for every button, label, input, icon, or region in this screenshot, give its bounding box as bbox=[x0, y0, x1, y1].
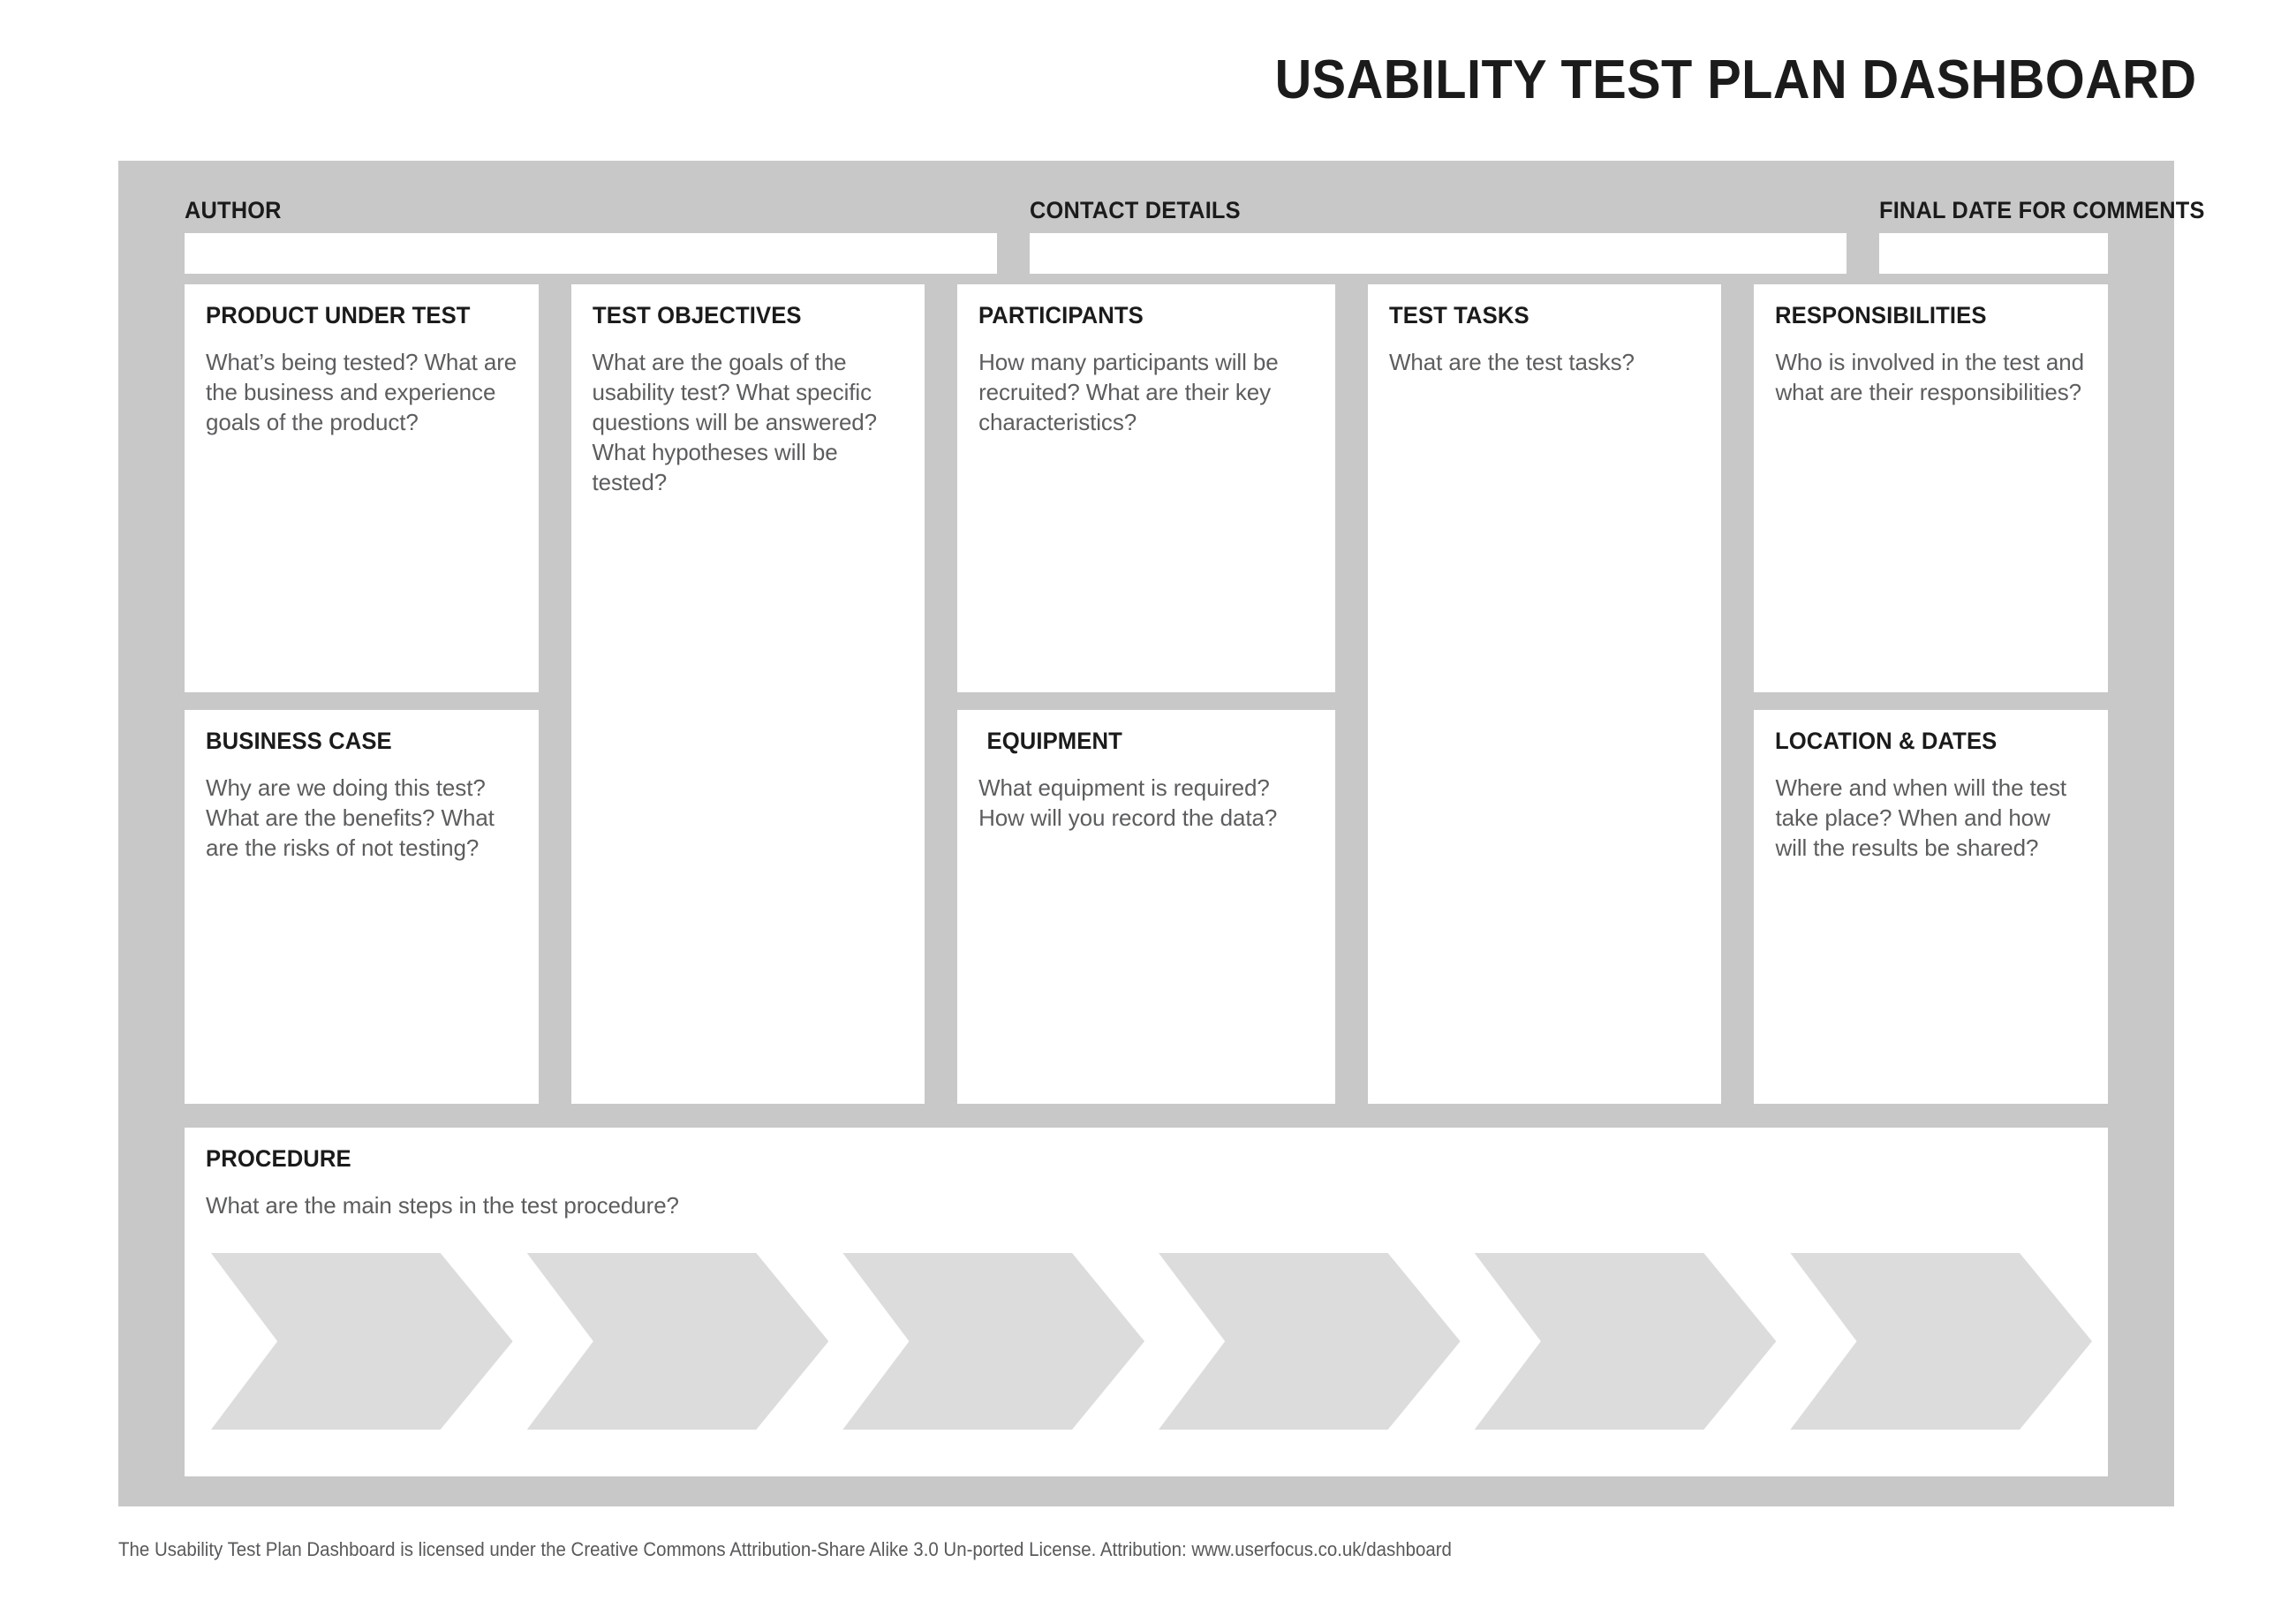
header-field-final-date: FINAL DATE FOR COMMENTS bbox=[1879, 197, 2205, 274]
card-body-responsibilities: Who is involved in the test and what are… bbox=[1775, 349, 2085, 405]
card-title-test-objectives: TEST OBJECTIVES bbox=[592, 302, 802, 328]
grid-column-1: PRODUCT UNDER TEST What’s being tested? … bbox=[185, 284, 539, 1104]
contact-details-input[interactable] bbox=[1030, 233, 1847, 274]
card-body-location-and-dates: Where and when will the test take place?… bbox=[1775, 774, 2067, 861]
card-title-participants: PARTICIPANTS bbox=[978, 302, 1144, 328]
card-title-location-and-dates: LOCATION & DATES bbox=[1775, 728, 1998, 754]
procedure-step-4[interactable] bbox=[1159, 1253, 1461, 1430]
card-title-responsibilities: RESPONSIBILITIES bbox=[1775, 302, 1988, 328]
header-field-contact-details: CONTACT DETAILS bbox=[1030, 199, 1847, 274]
procedure-step-1[interactable] bbox=[211, 1253, 513, 1430]
procedure-step-2[interactable] bbox=[526, 1253, 829, 1430]
page-header: USABILITY TEST PLAN DASHBOARD bbox=[0, 0, 2296, 159]
card-test-tasks[interactable]: TEST TASKS What are the test tasks? bbox=[1367, 284, 1722, 1104]
card-grid: PRODUCT UNDER TEST What’s being tested? … bbox=[185, 284, 2108, 1104]
contact-details-label: CONTACT DETAILS bbox=[1030, 197, 1241, 223]
grid-column-5: RESPONSIBILITIES Who is involved in the … bbox=[1754, 284, 2108, 1104]
grid-column-3: PARTICIPANTS How many participants will … bbox=[957, 284, 1335, 1104]
card-title-test-tasks: TEST TASKS bbox=[1388, 302, 1529, 328]
page-title: USABILITY TEST PLAN DASHBOARD bbox=[1275, 49, 2197, 110]
card-participants[interactable]: PARTICIPANTS How many participants will … bbox=[957, 284, 1335, 692]
card-body-product-under-test: What’s being tested? What are the busine… bbox=[206, 349, 517, 435]
card-body-procedure: What are the main steps in the test proc… bbox=[206, 1192, 679, 1219]
card-body-business-case: Why are we doing this test? What are the… bbox=[206, 774, 495, 861]
card-test-objectives[interactable]: TEST OBJECTIVES What are the goals of th… bbox=[570, 284, 925, 1104]
card-location-and-dates[interactable]: LOCATION & DATES Where and when will the… bbox=[1754, 710, 2108, 1104]
card-body-participants: How many participants will be recruited?… bbox=[978, 349, 1279, 435]
grid-column-4: TEST TASKS What are the test tasks? bbox=[1367, 284, 1722, 1104]
final-date-input[interactable] bbox=[1879, 233, 2108, 274]
card-body-test-objectives: What are the goals of the usability test… bbox=[592, 349, 878, 495]
card-title-equipment: EQUIPMENT bbox=[986, 728, 1122, 754]
card-procedure[interactable]: PROCEDURE What are the main steps in the… bbox=[185, 1128, 2108, 1476]
procedure-step-6[interactable] bbox=[1790, 1253, 2093, 1430]
procedure-step-arrows bbox=[211, 1253, 2093, 1430]
card-responsibilities[interactable]: RESPONSIBILITIES Who is involved in the … bbox=[1754, 284, 2108, 692]
grid-column-2: TEST OBJECTIVES What are the goals of th… bbox=[570, 284, 925, 1104]
dashboard-frame: AUTHOR CONTACT DETAILS FINAL DATE FOR CO… bbox=[118, 161, 2205, 1506]
procedure-step-3[interactable] bbox=[842, 1253, 1145, 1430]
card-equipment[interactable]: EQUIPMENT What equipment is required? Ho… bbox=[957, 710, 1335, 1104]
procedure-step-5[interactable] bbox=[1474, 1253, 1777, 1430]
author-label: AUTHOR bbox=[185, 197, 282, 223]
card-title-business-case: BUSINESS CASE bbox=[206, 728, 392, 754]
card-business-case[interactable]: BUSINESS CASE Why are we doing this test… bbox=[185, 710, 539, 1104]
author-input[interactable] bbox=[185, 233, 997, 274]
card-title-procedure: PROCEDURE bbox=[206, 1145, 351, 1172]
card-title-product-under-test: PRODUCT UNDER TEST bbox=[206, 302, 471, 328]
header-field-row: AUTHOR CONTACT DETAILS FINAL DATE FOR CO… bbox=[185, 197, 2205, 274]
header-field-author: AUTHOR bbox=[185, 199, 997, 274]
license-footer: The Usability Test Plan Dashboard is lic… bbox=[118, 1538, 1452, 1560]
final-date-label: FINAL DATE FOR COMMENTS bbox=[1879, 197, 2205, 223]
card-body-equipment: What equipment is required? How will you… bbox=[978, 774, 1278, 831]
card-product-under-test[interactable]: PRODUCT UNDER TEST What’s being tested? … bbox=[185, 284, 539, 692]
card-body-test-tasks: What are the test tasks? bbox=[1388, 349, 1635, 375]
